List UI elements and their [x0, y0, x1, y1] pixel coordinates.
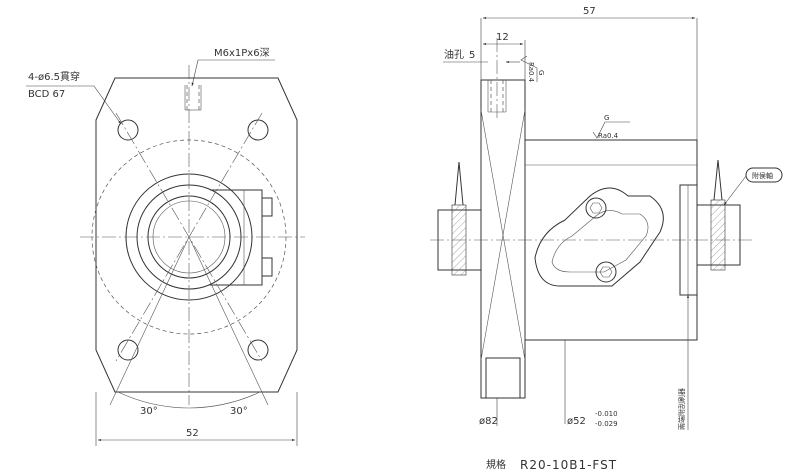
- flange-section: [480, 79, 526, 399]
- mount-hole-tr: [247, 119, 269, 141]
- oil-hole-label: 油孔: [444, 48, 464, 61]
- side-view: 57 12 油孔 5 G Ra0.4 G Ra0.4 附侯軸 ø82 ø: [430, 6, 783, 430]
- hole-callout-line2: BCD 67: [28, 89, 65, 100]
- mount-hole-tl: [117, 119, 139, 141]
- angle-right-label: 30°: [230, 406, 248, 417]
- front-view: 30° 30° 52 4-ø6.5貫穿 BCD 67 M6x1Px6深: [26, 47, 305, 446]
- body-tol-lower: -0.029: [595, 420, 618, 428]
- flange-outline: [95, 77, 298, 393]
- hole-callout-line1: 4-ø6.5貫穿: [28, 70, 80, 83]
- seal-label: 兩端附刮刷器: [677, 388, 686, 430]
- thread-callout-leader: [191, 59, 275, 87]
- tube-clip-upper: [261, 197, 273, 217]
- svg-text:G: G: [604, 114, 609, 122]
- return-tube: [534, 187, 664, 287]
- flange-thickness-label: 12: [496, 32, 509, 43]
- body-dia-label: ø52: [567, 416, 586, 427]
- spec-block: 規格 R20-10B1-FST: [486, 458, 617, 472]
- hole-callout-leader: [26, 85, 122, 125]
- svg-text:G: G: [537, 70, 545, 75]
- mount-hole-br: [247, 339, 269, 361]
- mount-hole-bl: [117, 339, 139, 361]
- screw-lower: [595, 261, 617, 283]
- thread-callout: M6x1Px6深: [214, 47, 270, 59]
- oil-hole-value: 5: [469, 50, 475, 61]
- roughness-mid: G Ra0.4: [592, 114, 630, 140]
- total-length-label: 57: [583, 6, 596, 17]
- width-dim-label: 52: [186, 428, 199, 439]
- tube-clip-lower: [261, 257, 273, 277]
- roughness-top: G Ra0.4: [520, 55, 545, 83]
- accessory-label: 附侯軸: [752, 171, 773, 180]
- spec-model: R20-10B1-FST: [520, 458, 617, 472]
- flange-dia-label: ø82: [479, 416, 498, 427]
- svg-text:Ra0.4: Ra0.4: [598, 132, 619, 140]
- screw-upper: [585, 197, 607, 219]
- return-tube-housing: [210, 189, 263, 286]
- spec-label: 規格: [486, 458, 506, 471]
- body-tol-upper: -0.010: [595, 410, 618, 418]
- svg-text:Ra0.4: Ra0.4: [527, 62, 535, 83]
- angle-left-label: 30°: [140, 406, 158, 417]
